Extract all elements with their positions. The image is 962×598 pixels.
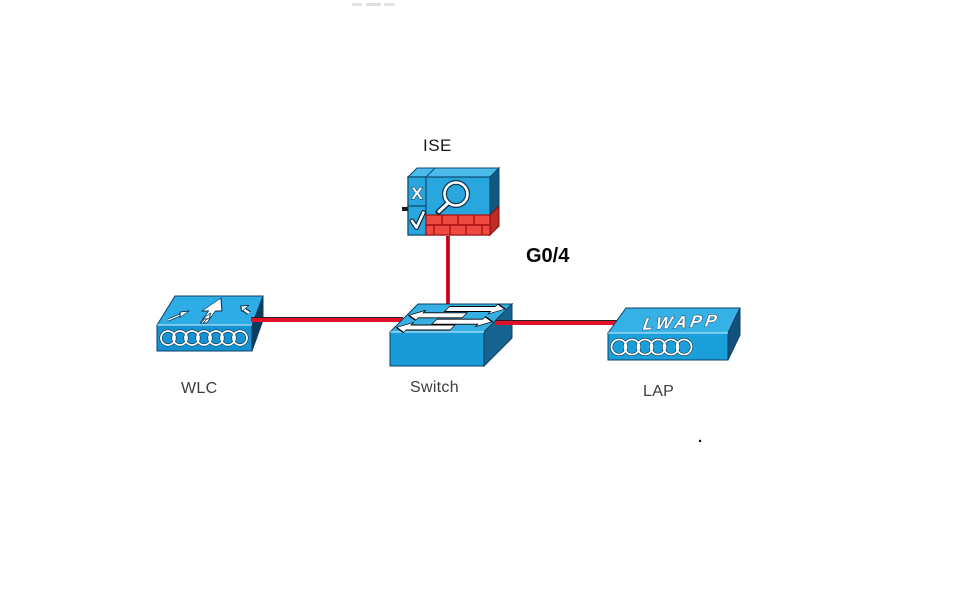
wlc-node-label: WLC [181, 380, 218, 397]
wlc-arrows-icon [167, 297, 251, 324]
ise-top-divider [425, 167, 436, 178]
lap-front-face [607, 332, 729, 361]
switch-front-face [389, 331, 485, 367]
link-switch-lap [496, 320, 630, 325]
magnifier-icon [435, 180, 470, 215]
link-ise-switch [446, 236, 450, 306]
artifact-stray-dot: . [698, 429, 703, 446]
lap-rings [610, 338, 693, 356]
switch-icon [388, 302, 514, 368]
lwapp-top-text: LWAPP [642, 310, 722, 334]
ise-server-icon: X [402, 166, 501, 237]
wlc-rings [159, 329, 249, 347]
lap-node-label: LAP [643, 383, 675, 400]
artifact-smudge [366, 3, 381, 6]
artifact-smudge [384, 3, 395, 6]
artifact-dash [402, 207, 408, 211]
brick-wall [425, 214, 491, 236]
wlc-icon [156, 295, 264, 352]
wlc-front-face [156, 324, 253, 352]
ise-node-label: ISE [423, 136, 452, 155]
artifact-smudge [352, 3, 362, 6]
ise-top-face [406, 167, 501, 178]
lap-icon: LWAPP [607, 307, 741, 361]
check-icon [410, 211, 425, 229]
link-wlc-switch [251, 317, 403, 322]
x-mark-icon: X [411, 184, 423, 203]
interface-label-g0-4: G0/4 [526, 245, 570, 267]
switch-node-label: Switch [410, 379, 459, 396]
switch-arrows-icon [395, 303, 506, 333]
